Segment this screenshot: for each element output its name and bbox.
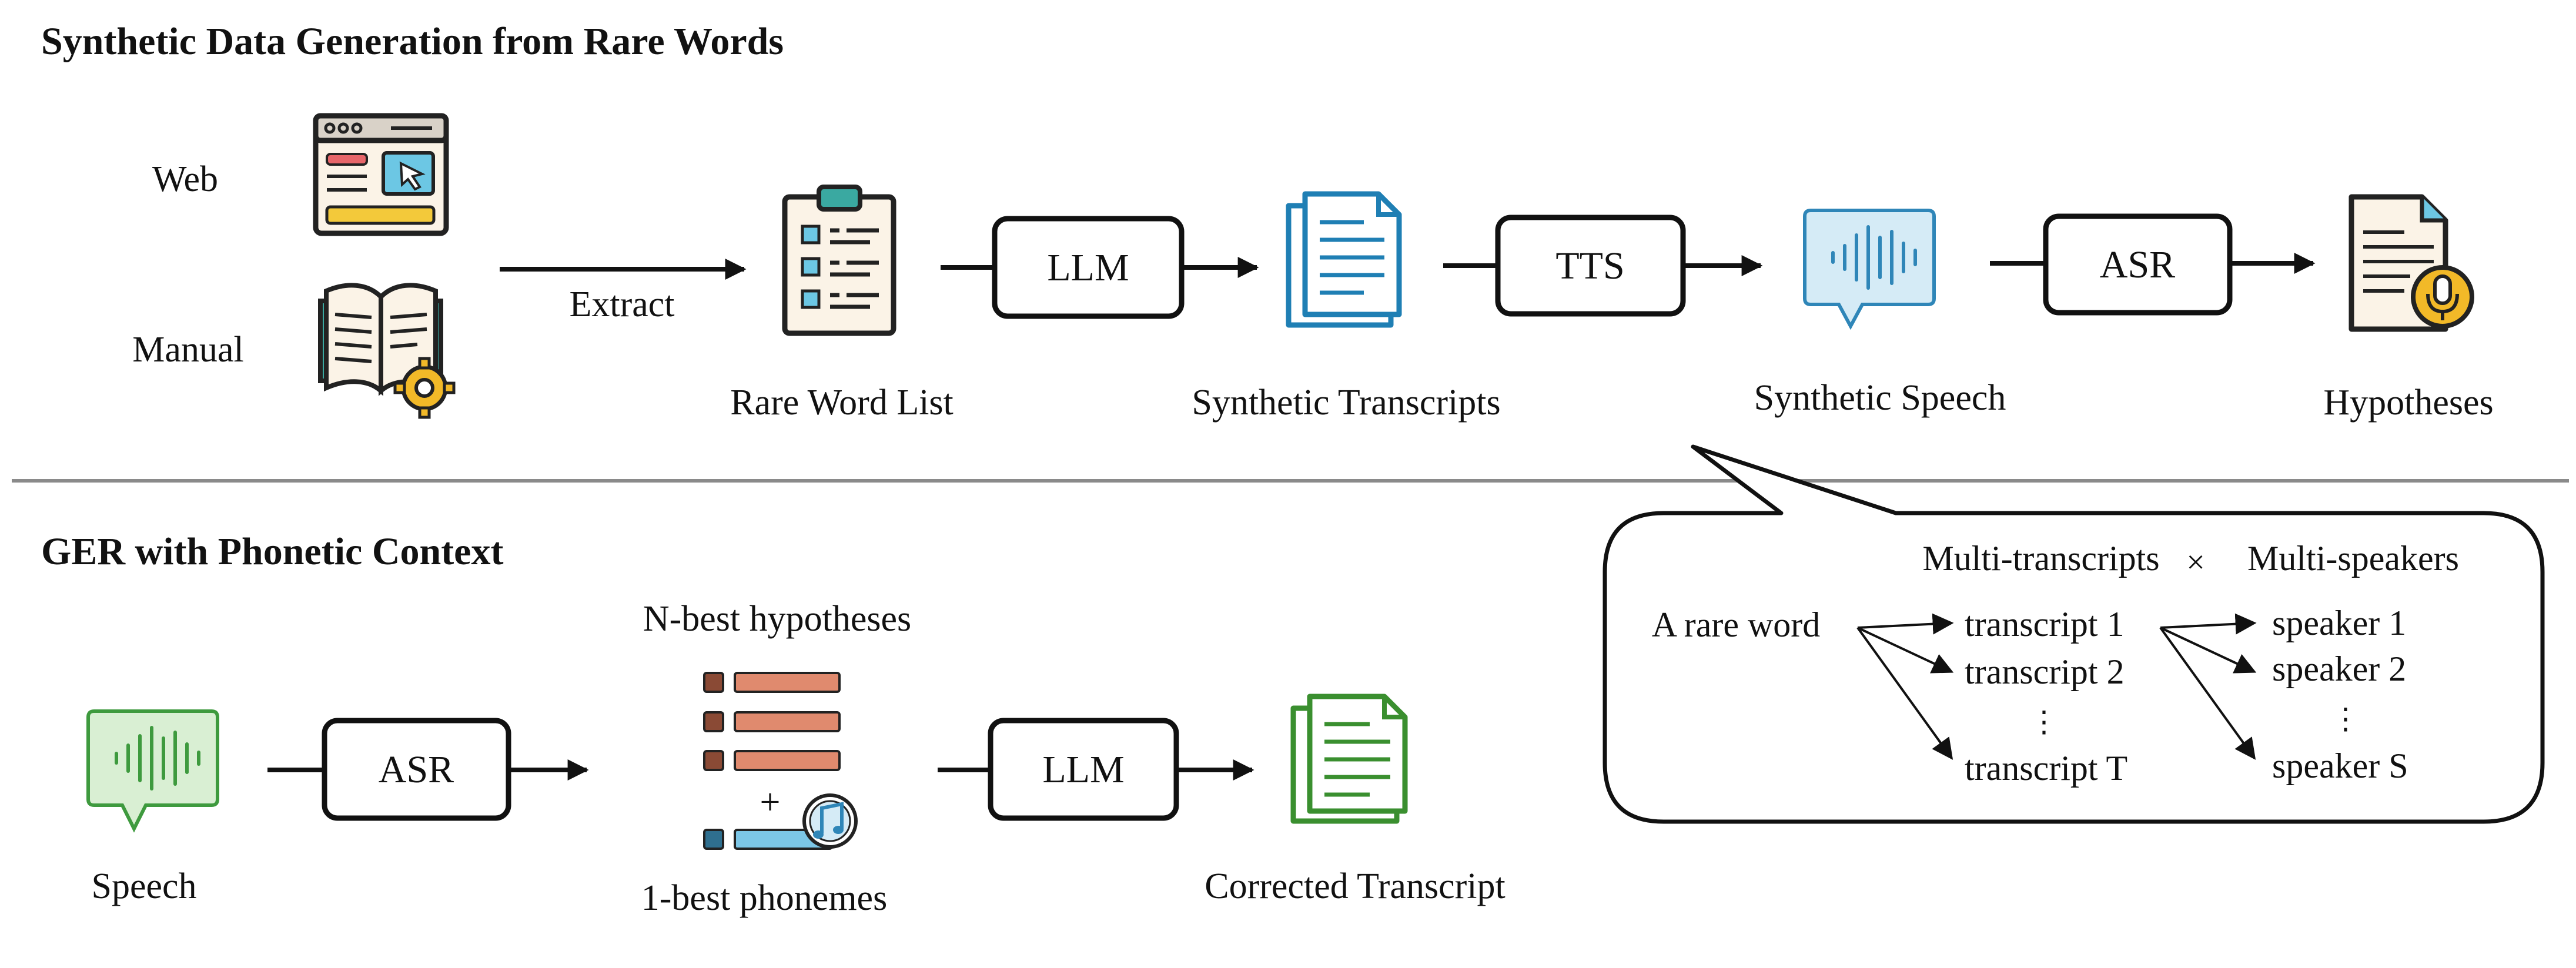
speech-label: Speech xyxy=(91,866,196,906)
asr-box-bottom-label: ASR xyxy=(379,748,454,791)
llm-box-top-label: LLM xyxy=(1047,246,1129,289)
asr-box-top-label: ASR xyxy=(2100,243,2175,286)
one-best-phonemes-label: 1-best phonemes xyxy=(641,878,887,918)
tts-box-label: TTS xyxy=(1555,244,1624,287)
audio-waveform-bubble-icon xyxy=(1803,209,1936,330)
fan-out-arrows-speakers xyxy=(2159,613,2257,760)
plus-sign: + xyxy=(760,782,781,822)
clipboard-checklist-icon xyxy=(782,185,896,336)
documents-icon xyxy=(1286,191,1402,328)
nbest-label: N-best hypotheses xyxy=(643,599,911,639)
transcript-ellipsis: ⋮ xyxy=(2029,705,2059,738)
audio-waveform-bubble-icon xyxy=(86,709,219,833)
transcript-item: transcript 2 xyxy=(1965,652,2125,691)
speaker-item: speaker 1 xyxy=(2272,604,2406,642)
speaker-item: speaker S xyxy=(2272,746,2408,785)
open-book-gear-icon xyxy=(318,283,456,419)
transcript-item: transcript T xyxy=(1965,749,2127,788)
fan-out-arrows-transcripts xyxy=(1856,613,1954,760)
speaker-ellipsis: ⋮ xyxy=(2331,702,2360,735)
top-section-title: Synthetic Data Generation from Rare Word… xyxy=(41,20,784,63)
document-microphone-icon xyxy=(2348,194,2474,332)
callout-bubble xyxy=(1603,444,2545,824)
llm-box-bottom-label: LLM xyxy=(1042,748,1124,791)
documents-icon xyxy=(1290,694,1408,824)
browser-window-icon xyxy=(313,113,449,236)
multi-transcripts-header: Multi-transcripts xyxy=(1922,539,2159,578)
bottom-section-title: GER with Phonetic Context xyxy=(41,530,503,573)
rare-word-list-label: Rare Word List xyxy=(730,383,954,423)
extract-label: Extract xyxy=(569,284,674,324)
multi-speakers-header: Multi-speakers xyxy=(2247,539,2459,578)
source-web-label: Web xyxy=(152,159,218,199)
source-manual-label: Manual xyxy=(132,330,243,370)
synthetic-transcripts-label: Synthetic Transcripts xyxy=(1192,383,1500,423)
hypotheses-label: Hypotheses xyxy=(2323,383,2493,423)
rare-word-label: A rare word xyxy=(1652,605,1821,644)
corrected-transcript-label: Corrected Transcript xyxy=(1205,866,1505,906)
music-note-icon xyxy=(802,793,858,849)
cross-symbol: × xyxy=(2186,544,2205,581)
synthetic-speech-label: Synthetic Speech xyxy=(1754,378,2006,418)
speaker-item: speaker 2 xyxy=(2272,649,2406,688)
transcript-item: transcript 1 xyxy=(1965,605,2125,644)
list-icon xyxy=(703,672,841,771)
